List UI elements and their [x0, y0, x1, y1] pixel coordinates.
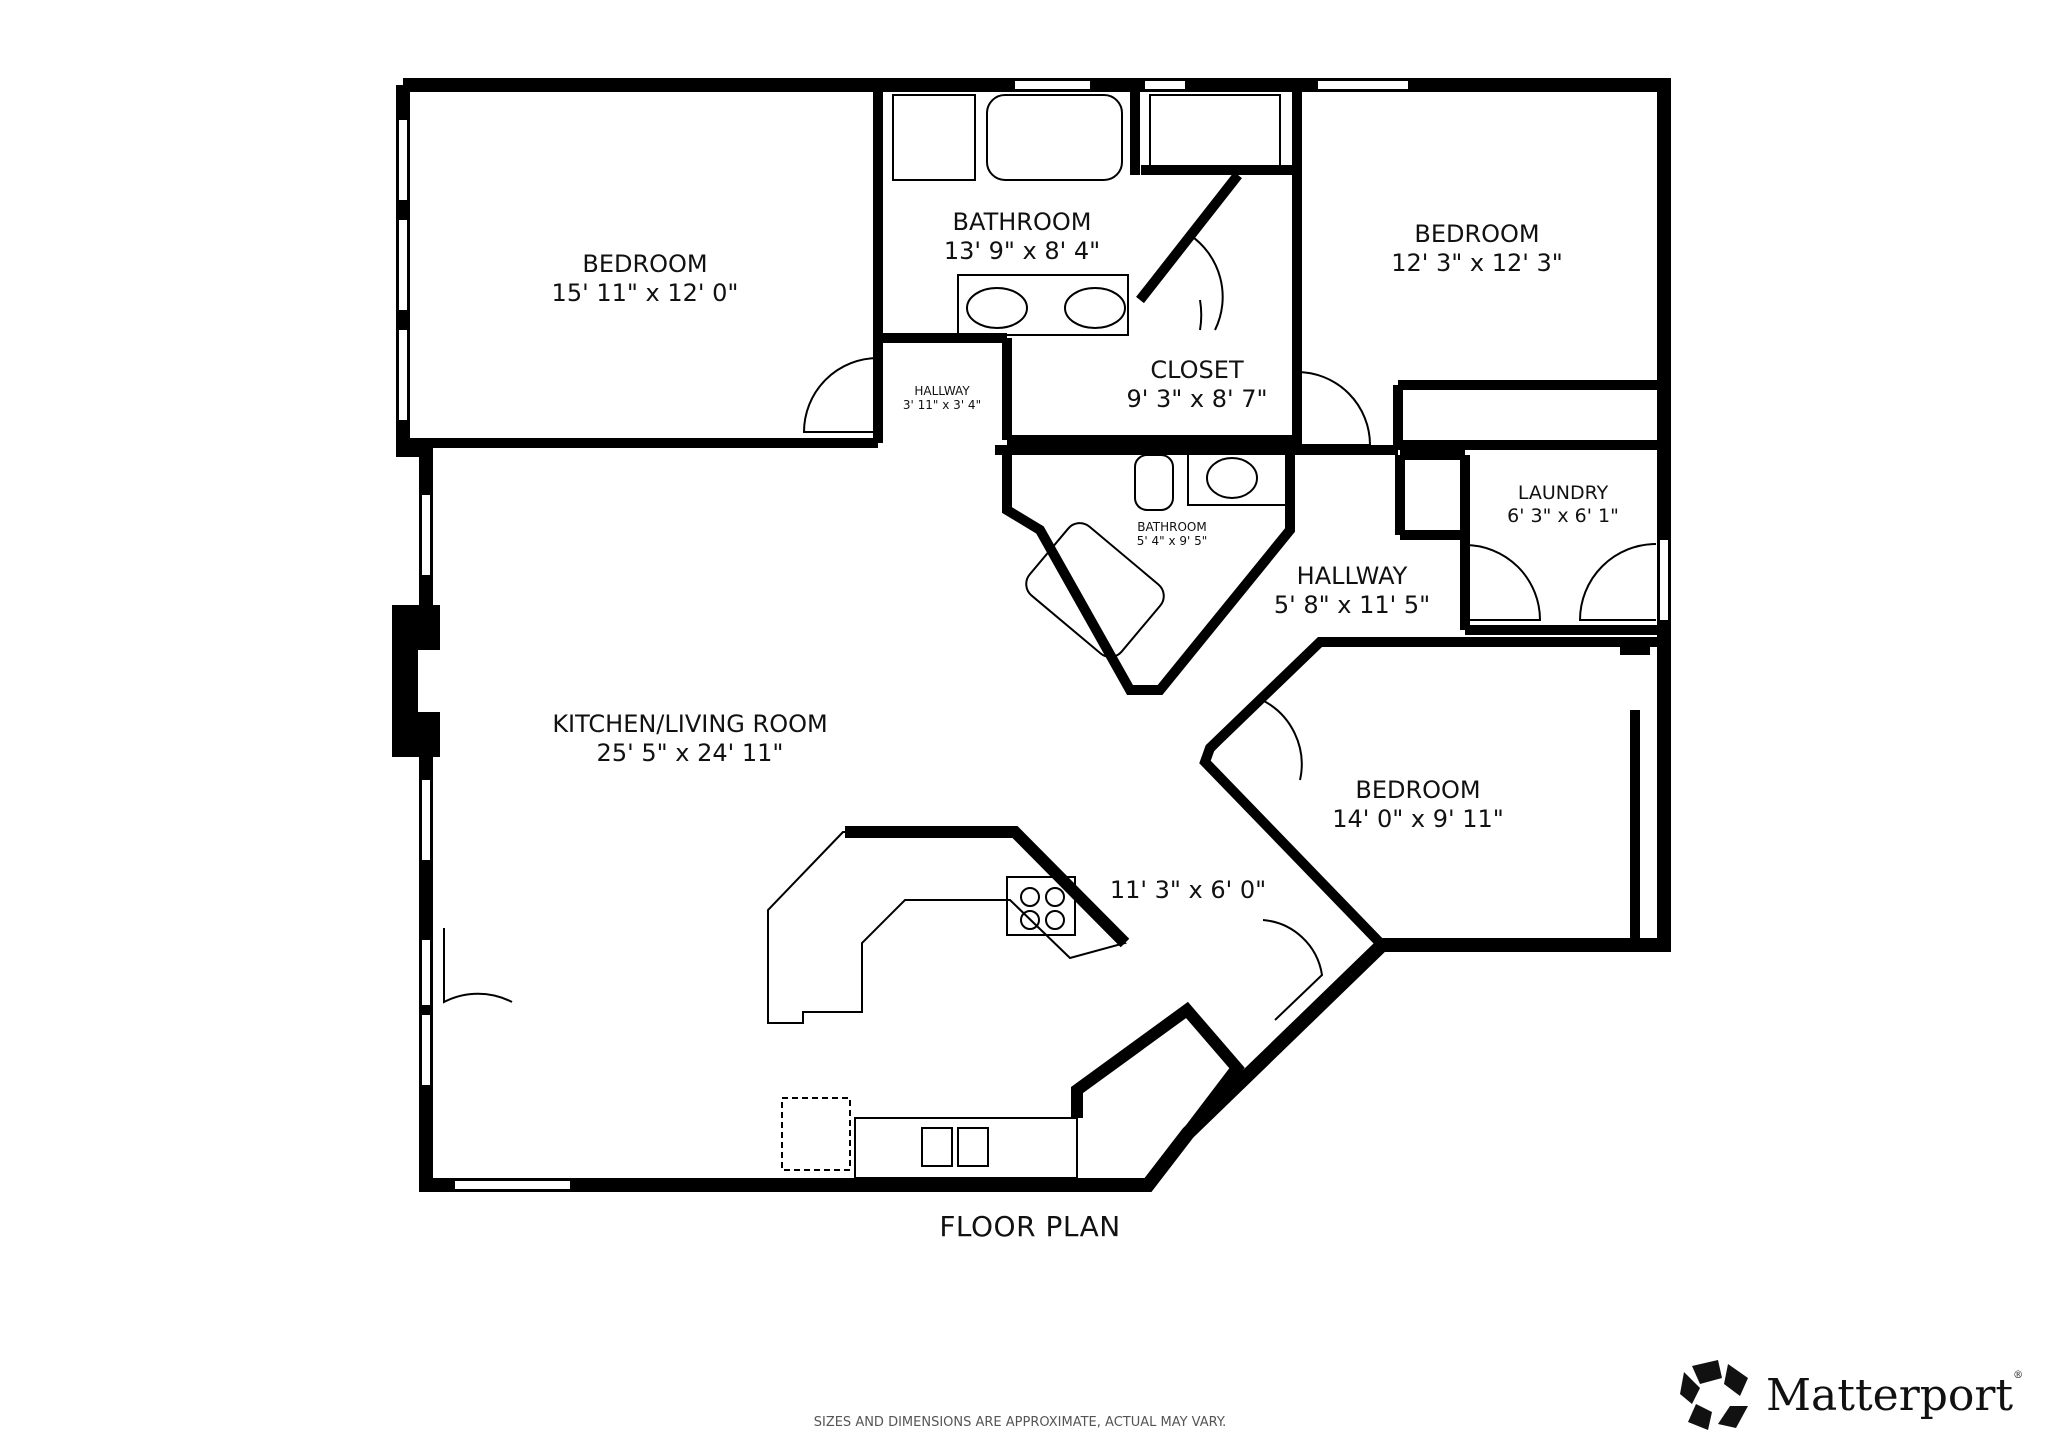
kitchen-island: [845, 826, 1130, 948]
windows: [399, 81, 1668, 1189]
room-label-laundry: LAUNDRY 6' 3" x 6' 1": [1507, 482, 1619, 527]
room-label-kitchen-living: KITCHEN/LIVING ROOM 25' 5" x 24' 11": [552, 710, 828, 767]
door-swings: [443, 233, 1657, 1021]
room-label-hallway-small: HALLWAY 3' 11" x 3' 4": [902, 384, 982, 413]
room-label-bedroom-3: BEDROOM 14' 0" x 9' 11": [1332, 776, 1504, 833]
room-label-bedroom-2: BEDROOM 12' 3" x 12' 3": [1391, 220, 1563, 277]
room-label-bathroom-small: BATHROOM 5' 4" x 9' 5": [1136, 520, 1208, 549]
brand-name: Matterport®: [1766, 1369, 2024, 1421]
bath-fixtures: [892, 94, 1289, 658]
kitchen-counter: [767, 831, 1127, 1179]
interior-walls: [403, 85, 1664, 949]
room-label-bathroom-main: BATHROOM 13' 9" x 8' 4": [943, 208, 1101, 265]
matterport-logo-icon: [1680, 1360, 1748, 1430]
room-label-closet: CLOSET 9' 3" x 8' 7": [1126, 356, 1268, 413]
disclaimer-text: SIZES AND DIMENSIONS ARE APPROXIMATE, AC…: [813, 1415, 1227, 1430]
floor-plan-title: FLOOR PLAN: [939, 1210, 1121, 1243]
room-label-hallway: HALLWAY 5' 8" x 11' 5": [1273, 562, 1431, 619]
matterport-logo: Matterport®: [1678, 1358, 2023, 1432]
pantry-walls: [1071, 1001, 1245, 1189]
room-label-bedroom-1: BEDROOM 15' 11" x 12' 0": [551, 250, 739, 307]
room-label-kitchen-dims: 11' 3" x 6' 0": [1109, 876, 1267, 904]
